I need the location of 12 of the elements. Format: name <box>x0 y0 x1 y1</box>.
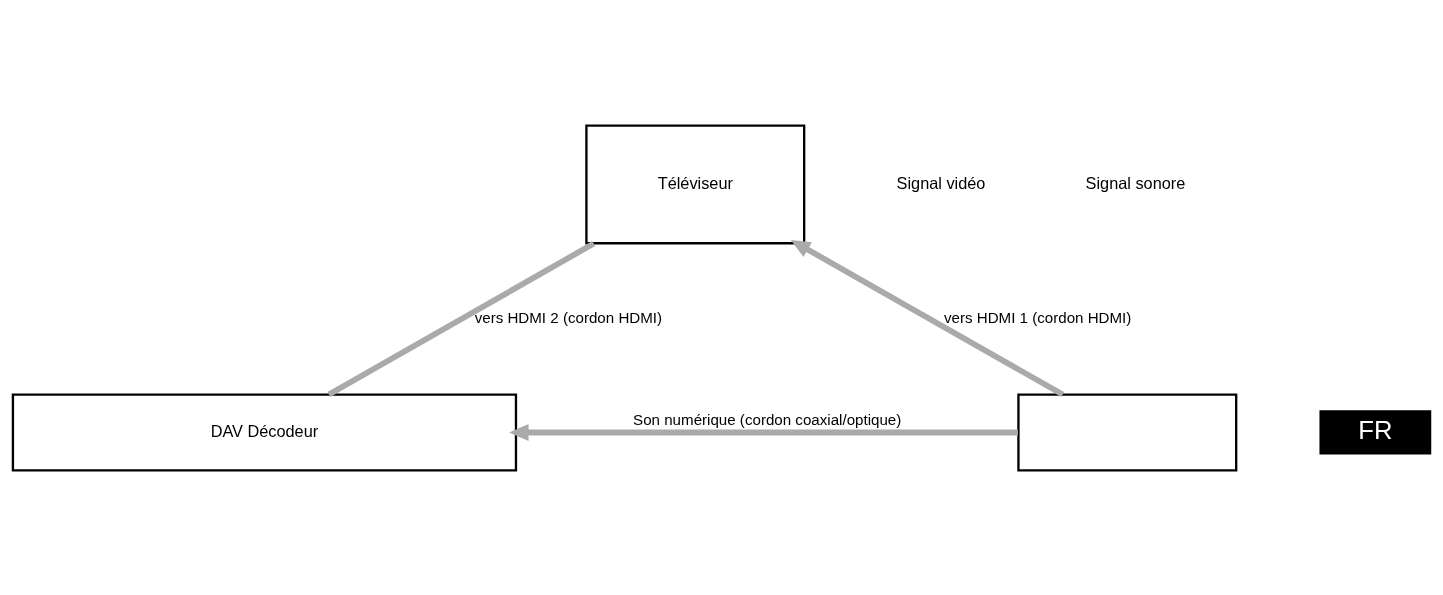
node-box: Téléviseur <box>585 124 806 244</box>
legend-label: Signal sonore <box>1085 173 1186 192</box>
edge-label: vers HDMI 2 (cordon HDMI) <box>474 308 663 326</box>
legend-label: Signal vidéo <box>896 173 986 192</box>
connector <box>327 240 596 397</box>
edge-label: vers HDMI 1 (cordon HDMI) <box>943 308 1132 326</box>
node-box <box>1017 393 1238 471</box>
label: FR <box>1358 415 1393 444</box>
arrow <box>509 423 1018 441</box>
node-box: DAV Décodeur <box>11 393 518 471</box>
edge-label: Son numérique (cordon coaxial/optique) <box>633 410 902 428</box>
arrow <box>790 239 1065 397</box>
